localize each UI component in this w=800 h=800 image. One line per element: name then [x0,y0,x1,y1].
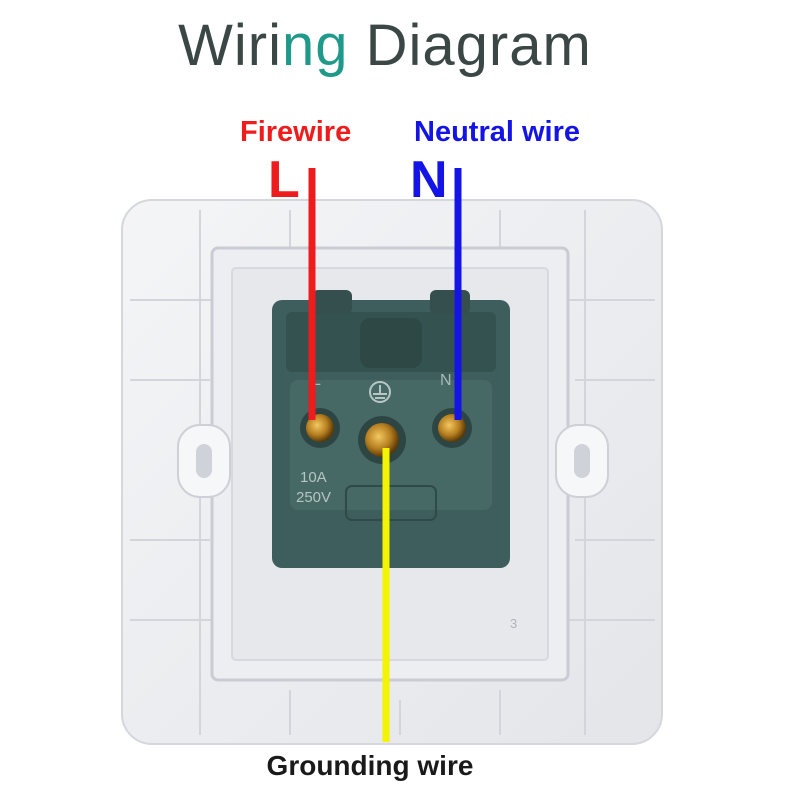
terminal-neutral [432,408,472,448]
title-part: Wiri [178,13,283,78]
module-recess [345,485,437,521]
rating-voltage: 250V [296,489,331,506]
live-letter-label: L [268,151,300,209]
title-accent-part: ng [282,13,349,78]
firewire-label: Firewire [240,116,352,148]
corner-mark: 3 [510,616,517,631]
terminal-ground [358,416,406,464]
diagram-title: Wiring Diagram [0,12,770,79]
title-part: Diagram [348,13,592,78]
marking-n: N [440,372,452,389]
neutral-letter-label: N [410,151,448,209]
marking-l: L [312,372,321,389]
grounding-wire-label: Grounding wire [266,750,474,781]
earth-symbol-icon [369,381,391,403]
rating-current: 10A [300,469,327,486]
terminal-live [300,408,340,448]
mounting-hole-left [177,424,231,498]
mounting-hole-right [555,424,609,498]
neutral-wire-label: Neutral wire [414,116,580,148]
